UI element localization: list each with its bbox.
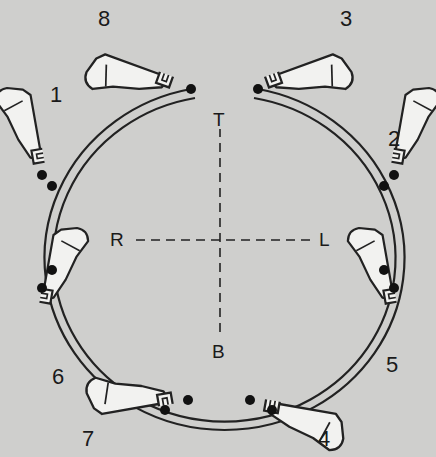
callout-number: 4 — [318, 428, 330, 450]
axis-label: L — [317, 230, 332, 249]
callout-number: 1 — [50, 84, 62, 106]
axis-label: B — [210, 342, 227, 361]
axis-label: R — [108, 230, 126, 249]
shoe-clip — [0, 48, 436, 452]
callout-number: 6 — [52, 366, 64, 388]
ring — [45, 89, 405, 430]
callout-number: 2 — [388, 128, 400, 150]
callout-number: 3 — [340, 8, 352, 30]
pivot-dot — [37, 84, 399, 415]
axis-label: T — [211, 110, 227, 129]
callout-number: 8 — [98, 8, 110, 30]
axis-line — [136, 128, 312, 338]
callout-number: 5 — [386, 354, 398, 376]
callout-number: 7 — [82, 428, 94, 450]
